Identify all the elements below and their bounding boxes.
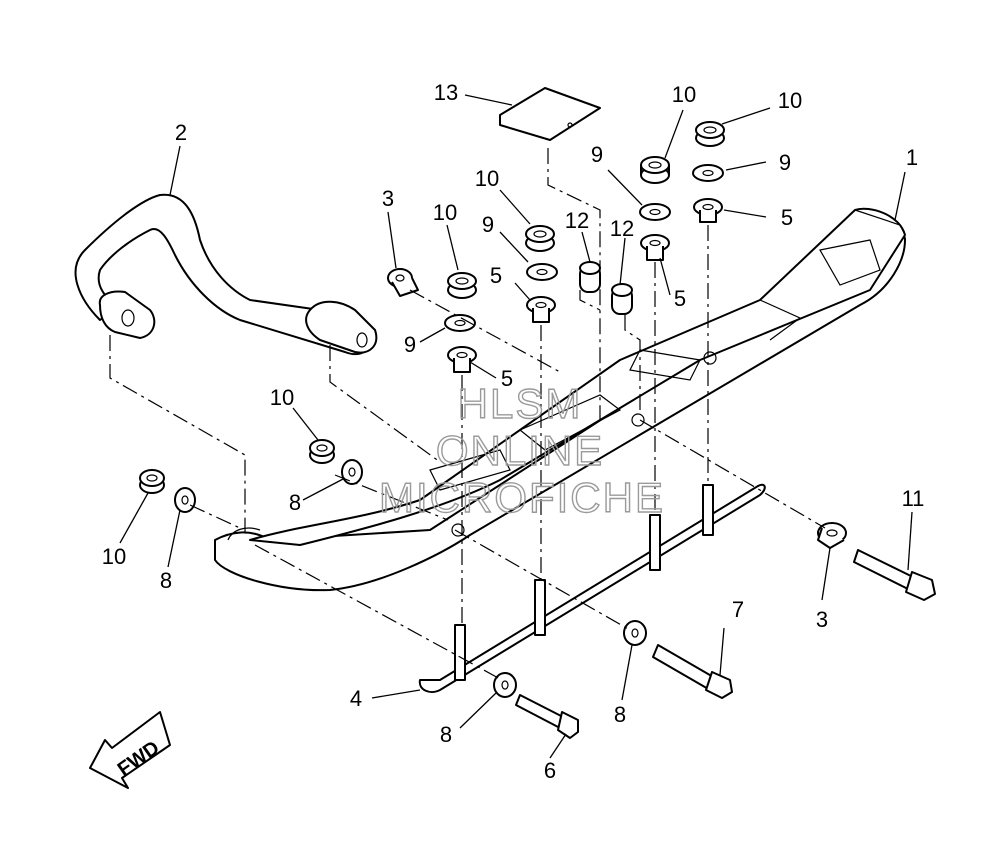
bushing-12-a <box>579 261 601 293</box>
callout-8: 8 <box>614 702 626 727</box>
callout-5: 5 <box>490 263 502 288</box>
collar-5-c <box>526 296 556 323</box>
watermark-line-3: MICROFICHE <box>379 474 665 521</box>
callout-7: 7 <box>732 597 744 622</box>
washer-9-a <box>639 203 671 221</box>
washer-9-c <box>526 263 558 281</box>
bolt-6 <box>515 694 579 739</box>
callout-8: 8 <box>440 722 452 747</box>
callout-5: 5 <box>674 286 686 311</box>
nut-10-b <box>695 121 725 147</box>
washer-8-a <box>341 459 363 485</box>
callout-10: 10 <box>778 88 802 113</box>
callout-9: 9 <box>779 150 791 175</box>
callout-9: 9 <box>482 212 494 237</box>
pad-part <box>499 87 601 141</box>
washer-9-d <box>444 314 476 332</box>
ski-handle-part <box>74 193 378 356</box>
washer-8-b <box>174 487 196 513</box>
bolt-7 <box>652 644 733 699</box>
ski-part <box>214 207 906 592</box>
nut-10-e <box>309 439 335 464</box>
callout-8: 8 <box>289 490 301 515</box>
callout-3: 3 <box>816 607 828 632</box>
callout-8: 8 <box>160 568 172 593</box>
washer-9-b <box>692 164 724 182</box>
nut-10-a <box>640 156 670 184</box>
callout-12: 12 <box>565 208 589 233</box>
watermark-line-2: ONLINE <box>436 427 604 474</box>
callout-3: 3 <box>382 186 394 211</box>
wear-bar-part <box>418 483 766 693</box>
nut-10-d <box>447 272 477 299</box>
collar-5-a <box>693 198 723 223</box>
callout-10: 10 <box>433 200 457 225</box>
bushing-12-b <box>611 283 633 315</box>
nut-10-f <box>139 469 165 494</box>
callout-5: 5 <box>501 366 513 391</box>
callout-6: 6 <box>544 758 556 783</box>
bolt-11 <box>853 549 936 601</box>
callout-12: 12 <box>610 216 634 241</box>
collar-5-d <box>447 346 477 373</box>
callout-10: 10 <box>102 544 126 569</box>
callout-1: 1 <box>906 145 918 170</box>
fwd-arrow: FWD <box>89 711 171 789</box>
callout-13: 13 <box>434 80 458 105</box>
leader-lines <box>119 94 913 759</box>
callout-numbers: 1 2 3 3 4 5 5 5 5 6 7 8 8 8 8 9 9 9 9 10… <box>102 80 925 783</box>
callout-10: 10 <box>475 166 499 191</box>
callout-10: 10 <box>270 385 294 410</box>
bushing-3-a <box>387 268 419 297</box>
nut-10-c <box>525 225 555 252</box>
washer-8-d <box>623 620 647 646</box>
callout-4: 4 <box>350 686 362 711</box>
callout-9: 9 <box>591 142 603 167</box>
callout-11: 11 <box>902 486 925 511</box>
watermark-line-1: HLSM <box>458 380 583 427</box>
washer-8-c <box>493 672 517 698</box>
callout-5: 5 <box>781 205 793 230</box>
callout-10: 10 <box>672 82 696 107</box>
callout-2: 2 <box>175 120 187 145</box>
collar-5-b <box>640 234 670 261</box>
callout-9: 9 <box>404 332 416 357</box>
watermark: HLSM ONLINE MICROFICHE <box>378 379 665 521</box>
assembly-lines <box>109 148 826 681</box>
